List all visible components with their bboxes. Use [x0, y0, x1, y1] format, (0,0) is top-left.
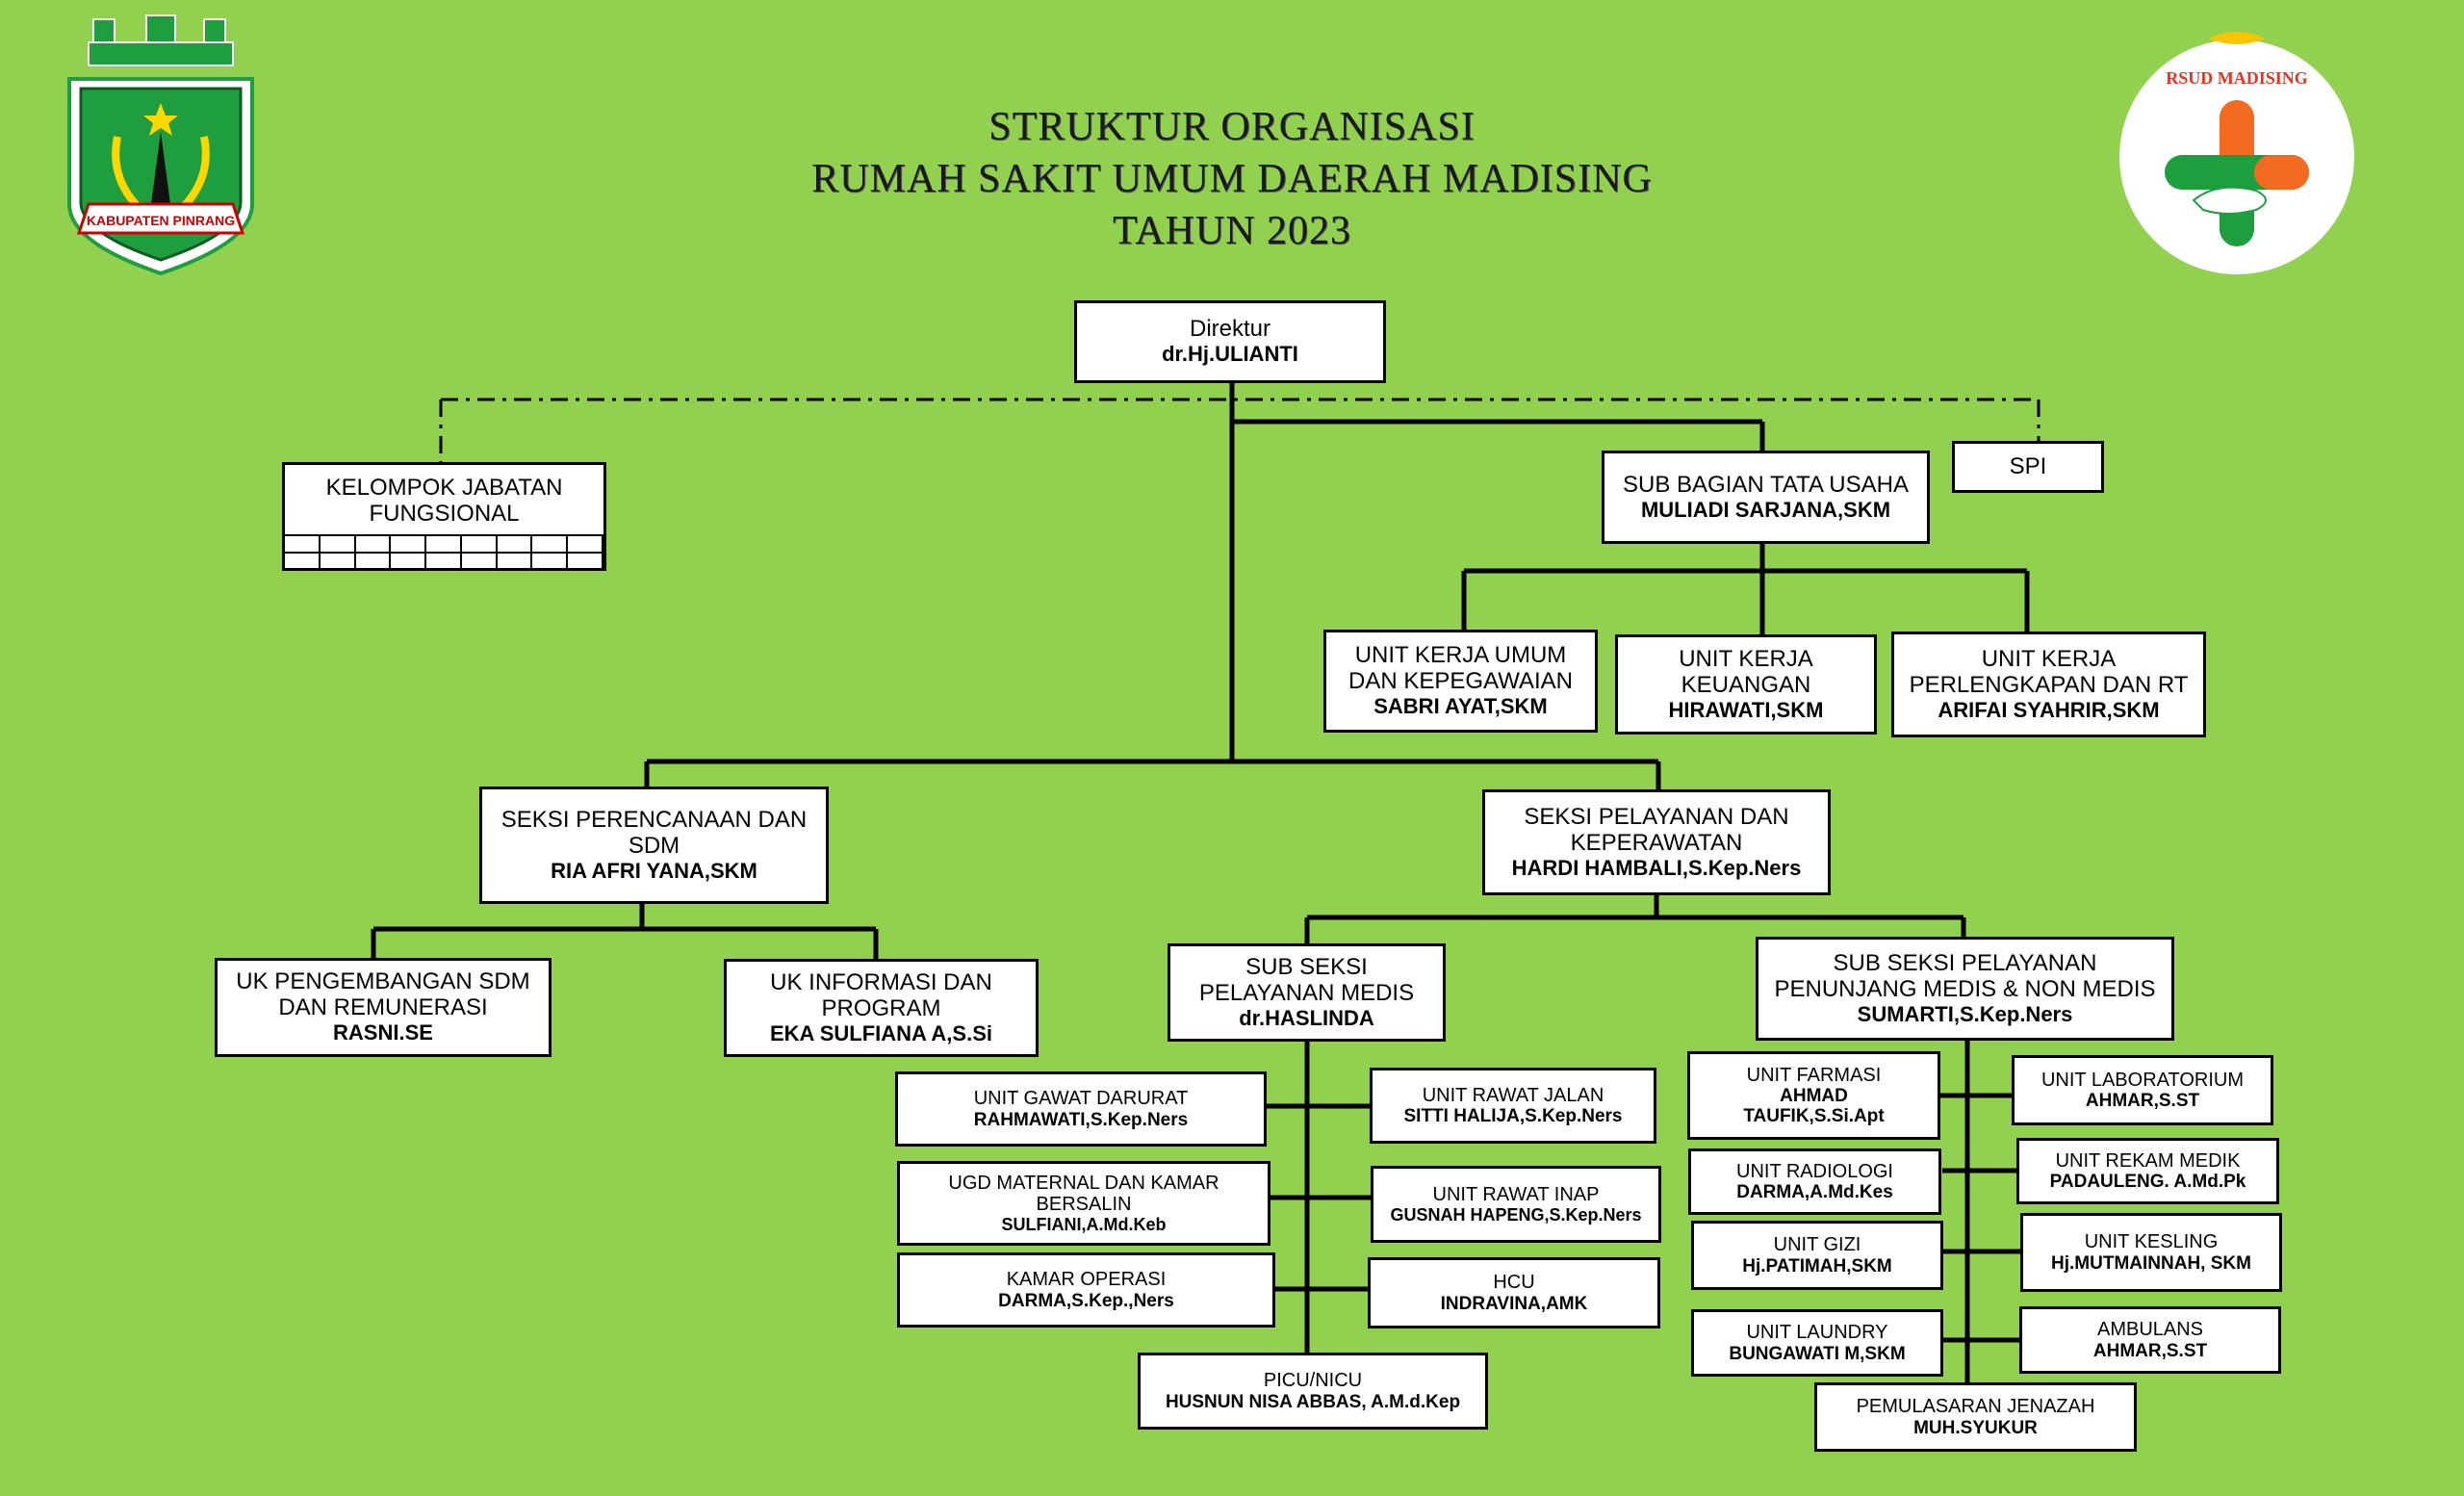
node-seksi-ren-title: SEKSI PERENCANAAN DAN SDM: [500, 806, 808, 859]
node-unit-gawat-darurat: UNIT GAWAT DARURAT RAHMAWATI,S.Kep.Ners: [895, 1071, 1267, 1147]
node-uk-info-title: UK INFORMASI DAN PROGRAM: [770, 968, 992, 1021]
node-sub-seksi-pelayanan-medis: SUB SEKSI PELAYANAN MEDIS dr.HASLINDA: [1168, 943, 1446, 1042]
node-direktur-name: dr.Hj.ULIANTI: [1162, 342, 1298, 367]
node-laundry-name: BUNGAWATI M,SKM: [1729, 1343, 1906, 1364]
node-picu-name: HUSNUN NISA ABBAS, A.M.d.Kep: [1165, 1391, 1461, 1412]
node-hcu: HCU INDRAVINA,AMK: [1368, 1257, 1660, 1328]
node-gizi-title: UNIT GIZI: [1773, 1234, 1861, 1256]
node-direktur-title: Direktur: [1189, 316, 1270, 343]
node-unit-rawat-inap: UNIT RAWAT INAP GUSNAH HAPENG,S.Kep.Ners: [1371, 1166, 1661, 1243]
node-spi-title: SPI: [2009, 452, 2047, 479]
node-ambulans-name: AHMAR,S.ST: [2092, 1340, 2208, 1361]
node-gizi-name: Hj.PATIMAH,SKM: [1742, 1255, 1892, 1277]
node-unit-rawat-jalan: UNIT RAWAT JALAN SITTI HALIJA,S.Kep.Ners: [1370, 1068, 1656, 1144]
node-hcu-title: HCU: [1493, 1272, 1535, 1294]
node-lab-name: AHMAR,S.ST: [2085, 1091, 2200, 1112]
title-line-2: RUMAH SAKIT UMUM DAERAH MADISING: [811, 157, 1653, 201]
node-uk-perl-name: ARIFAI SYAHRIR,SKM: [1938, 697, 2160, 722]
node-pemulasaran-jenazah: PEMULASARAN JENAZAH MUH.SYUKUR: [1814, 1382, 2137, 1452]
node-uk-umum-name: SABRI AYAT,SKM: [1373, 694, 1548, 719]
node-kelompok-jabatan-fungsional: KELOMPOK JABATAN FUNGSIONAL: [282, 462, 606, 537]
node-unit-rekam-medik: UNIT REKAM MEDIK PADAULENG. A.Md.Pk: [2016, 1138, 2279, 1204]
node-spi: SPI: [1952, 441, 2104, 493]
node-kamar-operasi: KAMAR OPERASI DARMA,S.Kep.,Ners: [897, 1252, 1275, 1328]
node-unit-laundry: UNIT LAUNDRY BUNGAWATI M,SKM: [1691, 1309, 1943, 1377]
node-ambulans-title: AMBULANS: [2096, 1319, 2204, 1341]
node-tu-name: MULIADI SARJANA,SKM: [1640, 497, 1891, 522]
node-uk-sdm-name: RASNI.SE: [333, 1020, 433, 1045]
node-uk-informasi-program: UK INFORMASI DAN PROGRAM EKA SULFIANA A,…: [724, 959, 1039, 1057]
node-tu-title: SUB BAGIAN TATA USAHA: [1623, 471, 1909, 498]
node-kesling-name: Hj.MUTMAINNAH, SKM: [2051, 1252, 2251, 1274]
rsud-logo-text: RSUD MADISING: [2166, 68, 2308, 88]
title-line-3: TAHUN 2023: [1112, 209, 1352, 253]
node-direktur: Direktur dr.Hj.ULIANTI: [1074, 300, 1386, 383]
node-sub-penunjang-title: SUB SEKSI PELAYANAN PENUNJANG MEDIS & NO…: [1774, 949, 2156, 1002]
node-ambulans: AMBULANS AHMAR,S.ST: [2019, 1306, 2281, 1374]
node-kamar-operasi-title: KAMAR OPERASI: [1006, 1269, 1167, 1291]
node-rawat-inap-name: GUSNAH HAPENG,S.Kep.Ners: [1390, 1205, 1642, 1225]
node-rawat-jalan-title: UNIT RAWAT JALAN: [1422, 1084, 1604, 1106]
node-uk-perl-title: UNIT KERJA PERLENGKAPAN DAN RT: [1909, 645, 2189, 698]
node-sub-penunjang-name: SUMARTI,S.Kep.Ners: [1857, 1001, 2073, 1026]
node-unit-laboratorium: UNIT LABORATORIUM AHMAR,S.ST: [2012, 1055, 2273, 1125]
kabupaten-pinrang-emblem: KABUPATEN PINRANG: [67, 14, 254, 276]
node-jenazah-name: MUH.SYUKUR: [1913, 1417, 2038, 1438]
node-radiologi-title: UNIT RADIOLOGI: [1736, 1160, 1893, 1182]
node-sub-medis-title: SUB SEKSI PELAYANAN MEDIS: [1198, 953, 1415, 1006]
node-hcu-name: INDRAVINA,AMK: [1440, 1293, 1588, 1314]
node-unit-kerja-keuangan: UNIT KERJA KEUANGAN HIRAWATI,SKM: [1615, 634, 1877, 735]
node-sub-seksi-penunjang: SUB SEKSI PELAYANAN PENUNJANG MEDIS & NO…: [1756, 937, 2174, 1041]
node-ugd-title: UNIT GAWAT DARURAT: [973, 1088, 1189, 1110]
node-farmasi-name: AHMAD TAUFIK,S.Si.Apt: [1743, 1085, 1885, 1127]
node-kesling-title: UNIT KESLING: [2084, 1231, 2219, 1253]
node-ugd-maternal: UGD MATERNAL DAN KAMAR BERSALIN SULFIANI…: [897, 1161, 1270, 1246]
kjf-member-grid: [282, 534, 606, 571]
node-rekam-medik-title: UNIT REKAM MEDIK: [2055, 1149, 2241, 1172]
node-rawat-jalan-name: SITTI HALIJA,S.Kep.Ners: [1403, 1106, 1623, 1127]
node-jenazah-title: PEMULASARAN JENAZAH: [1856, 1396, 2095, 1418]
node-seksi-pel-title: SEKSI PELAYANAN DAN KEPERAWATAN: [1524, 803, 1789, 856]
title-line-1: STRUKTUR ORGANISASI: [988, 105, 1476, 149]
node-unit-kerja-umum: UNIT KERJA UMUM DAN KEPEGAWAIAN SABRI AY…: [1323, 630, 1598, 733]
node-unit-radiologi: UNIT RADIOLOGI DARMA,A.Md.Kes: [1688, 1148, 1941, 1215]
node-kjf-title: KELOMPOK JABATAN FUNGSIONAL: [325, 474, 563, 527]
node-unit-kerja-perlengkapan: UNIT KERJA PERLENGKAPAN DAN RT ARIFAI SY…: [1891, 632, 2206, 737]
node-sub-medis-name: dr.HASLINDA: [1239, 1005, 1374, 1030]
node-uk-sdm-title: UK PENGEMBANGAN SDM DAN REMUNERASI: [236, 968, 530, 1021]
node-farmasi-title: UNIT FARMASI: [1746, 1064, 1882, 1086]
node-radiologi-name: DARMA,A.Md.Kes: [1736, 1182, 1893, 1203]
node-unit-farmasi: UNIT FARMASI AHMAD TAUFIK,S.Si.Apt: [1687, 1051, 1940, 1140]
node-seksi-pelayanan: SEKSI PELAYANAN DAN KEPERAWATAN HARDI HA…: [1482, 789, 1831, 895]
node-picu-nicu: PICU/NICU HUSNUN NISA ABBAS, A.M.d.Kep: [1138, 1353, 1488, 1430]
node-picu-title: PICU/NICU: [1263, 1370, 1363, 1392]
node-rekam-medik-name: PADAULENG. A.Md.Pk: [2049, 1172, 2246, 1193]
node-uk-pengembangan-sdm: UK PENGEMBANGAN SDM DAN REMUNERASI RASNI…: [215, 958, 552, 1057]
node-laundry-title: UNIT LAUNDRY: [1746, 1322, 1888, 1344]
rsud-madising-logo: RSUD MADISING: [2119, 32, 2354, 274]
node-uk-info-name: EKA SULFIANA A,S.Si: [769, 1020, 992, 1045]
node-unit-kesling: UNIT KESLING Hj.MUTMAINNAH, SKM: [2020, 1213, 2282, 1292]
node-rawat-inap-title: UNIT RAWAT INAP: [1432, 1183, 1600, 1205]
node-seksi-perencanaan: SEKSI PERENCANAAN DAN SDM RIA AFRI YANA,…: [479, 787, 829, 904]
node-uk-keu-name: HIRAWATI,SKM: [1668, 697, 1824, 722]
node-ugd-maternal-title: UGD MATERNAL DAN KAMAR BERSALIN: [948, 1172, 1219, 1215]
node-sub-bagian-tata-usaha: SUB BAGIAN TATA USAHA MULIADI SARJANA,SK…: [1602, 451, 1930, 544]
node-kamar-operasi-name: DARMA,S.Kep.,Ners: [998, 1290, 1174, 1311]
node-uk-umum-title: UNIT KERJA UMUM DAN KEPEGAWAIAN: [1348, 642, 1573, 695]
emblem-banner-text: KABUPATEN PINRANG: [87, 213, 235, 228]
node-seksi-pel-name: HARDI HAMBALI,S.Kep.Ners: [1511, 855, 1802, 880]
node-seksi-ren-name: RIA AFRI YANA,SKM: [551, 858, 757, 883]
node-unit-gizi: UNIT GIZI Hj.PATIMAH,SKM: [1691, 1221, 1943, 1290]
node-lab-title: UNIT LABORATORIUM: [2040, 1069, 2245, 1091]
node-ugd-maternal-name: SULFIANI,A.Md.Keb: [1001, 1215, 1167, 1235]
node-ugd-name: RAHMAWATI,S.Kep.Ners: [973, 1109, 1189, 1130]
node-uk-keu-title: UNIT KERJA KEUANGAN: [1679, 645, 1813, 698]
